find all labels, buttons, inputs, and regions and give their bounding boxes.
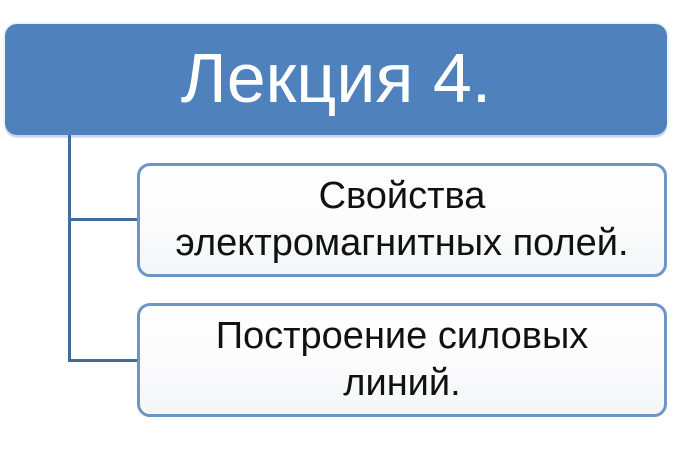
- root-node-label: Лекция 4.: [180, 38, 492, 117]
- child-node-properties-line-1: Свойства: [318, 175, 486, 217]
- connector-vertical-line: [68, 135, 71, 362]
- connector-horizontal-line-2: [68, 359, 138, 362]
- root-node-lecture: Лекция 4.: [5, 24, 667, 135]
- child-node-properties: Свойства электромагнитных полей.: [137, 163, 667, 277]
- child-node-field-lines-line-2: линий.: [343, 362, 461, 404]
- child-node-field-lines-line-1: Построение силовых: [215, 315, 589, 357]
- connector-horizontal-line-1: [68, 218, 138, 221]
- child-node-field-lines: Построение силовых линий.: [137, 303, 667, 417]
- child-node-properties-line-2: электромагнитных полей.: [175, 222, 629, 264]
